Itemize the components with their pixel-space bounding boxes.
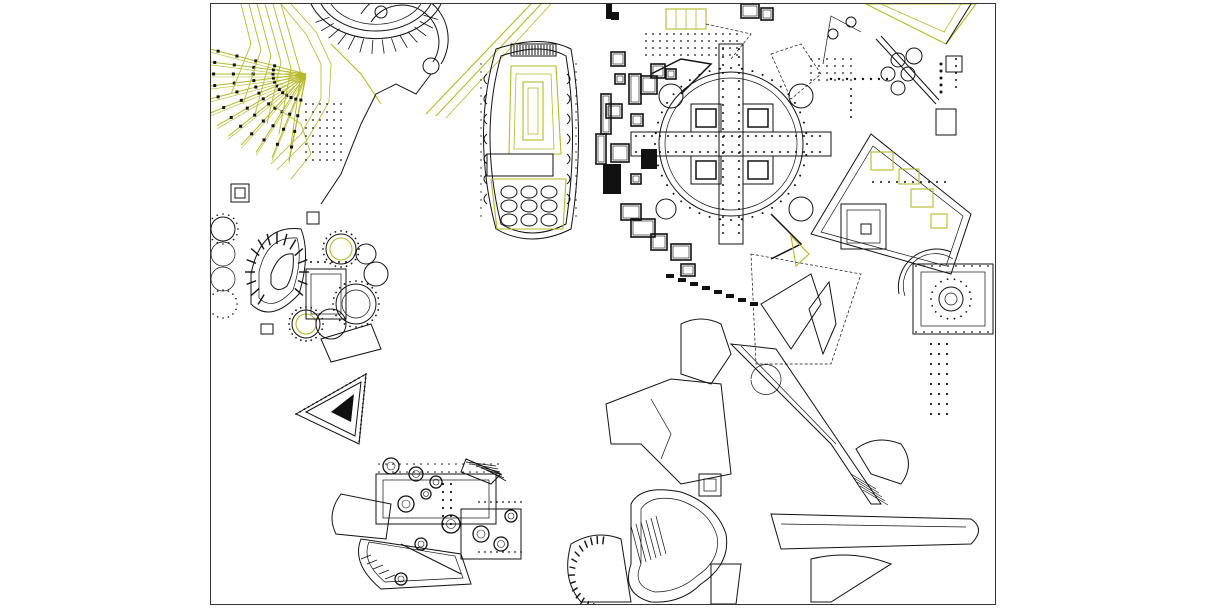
drawing-sheet <box>210 3 996 605</box>
stadium-complex <box>480 41 579 240</box>
angular-landscape <box>605 253 909 604</box>
triangle-pavilion <box>294 373 367 445</box>
cross-plaza <box>630 43 832 260</box>
courtyard-complex <box>790 133 994 416</box>
site-plan-drawing <box>211 4 994 604</box>
tholos-courtyard <box>288 230 389 363</box>
thermae-complex <box>331 457 522 590</box>
top-amphitheatre <box>310 4 552 119</box>
racetrack-oval <box>567 489 979 604</box>
circular-temples <box>822 4 977 136</box>
block-grid <box>595 4 852 306</box>
radial-garden <box>211 4 432 225</box>
